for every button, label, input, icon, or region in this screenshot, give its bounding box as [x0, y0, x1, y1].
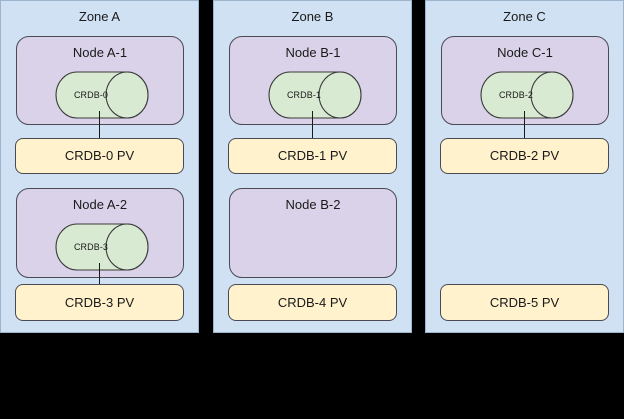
pod-pv-connector [99, 111, 100, 139]
pv-box: CRDB-1 PV [228, 138, 397, 174]
database-cylinder: CRDB-3 [55, 223, 149, 271]
pv-label: CRDB-2 PV [489, 148, 560, 163]
pv-label: CRDB-4 PV [277, 294, 348, 310]
pv-box: CRDB-4 PV [228, 284, 397, 321]
pod-pv-connector [524, 111, 525, 139]
node-title: Node A-2 [72, 197, 128, 212]
pod-label: CRDB-2 [498, 90, 534, 100]
node-box: Node B-1 CRDB-1 [229, 36, 397, 125]
pod-label: CRDB-0 [73, 90, 109, 100]
pv-box: CRDB-0 PV [15, 138, 184, 174]
database-cylinder: CRDB-2 [480, 71, 574, 119]
zone-panel-c: Zone C Node C-1 CRDB-2 CRDB-2 PV CRDB-5 … [425, 0, 624, 333]
node-title: Node B-2 [285, 197, 341, 212]
pv-label: CRDB-0 PV [64, 148, 135, 163]
zone-title: Zone A [78, 9, 121, 24]
node-title: Node C-1 [497, 45, 553, 60]
zone-panel-b: Zone B Node B-1 CRDB-1 CRDB-1 PV Node B-… [213, 0, 412, 333]
pv-label: CRDB-1 PV [277, 148, 348, 163]
zone-title: Zone C [503, 9, 546, 24]
pod-label: CRDB-3 [73, 242, 109, 252]
node-title: Node B-1 [285, 45, 341, 60]
pod-pv-connector [312, 111, 313, 139]
zone-title: Zone B [291, 9, 334, 24]
node-title: Node A-1 [72, 45, 128, 60]
node-box: Node A-2 CRDB-3 [16, 188, 184, 278]
pv-label: CRDB-5 PV [489, 294, 560, 310]
pod-pv-connector [99, 263, 100, 291]
database-cylinder: CRDB-1 [268, 71, 362, 119]
database-cylinder: CRDB-0 [55, 71, 149, 119]
node-box: Node A-1 CRDB-0 [16, 36, 184, 125]
zone-panel-a: Zone A Node A-1 CRDB-0 CRDB-0 PV Node A-… [0, 0, 199, 333]
node-box: Node C-1 CRDB-2 [441, 36, 609, 125]
pv-label: CRDB-3 PV [64, 294, 135, 310]
pv-box: CRDB-3 PV [15, 284, 184, 321]
pv-box: CRDB-2 PV [440, 138, 609, 174]
pv-box: CRDB-5 PV [440, 284, 609, 321]
node-box-empty: Node B-2 [229, 188, 397, 278]
pod-label: CRDB-1 [286, 90, 322, 100]
